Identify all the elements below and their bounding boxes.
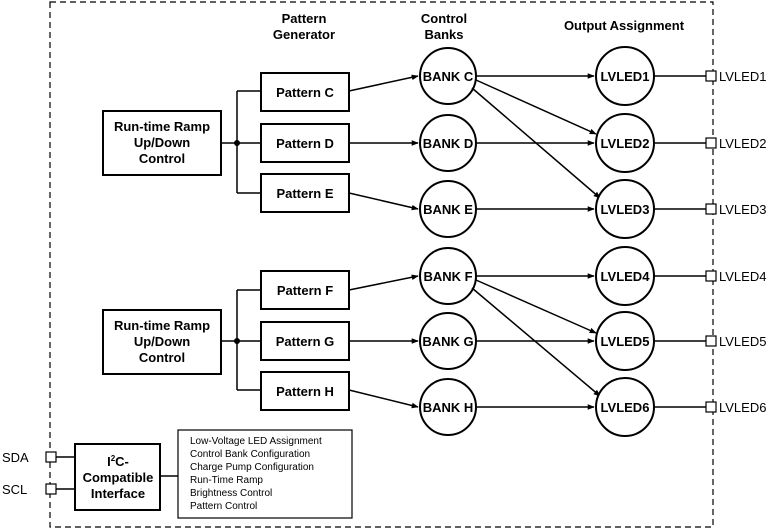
lvled4-label: LVLED4 [601, 269, 651, 284]
lvled1-pin [705, 70, 717, 82]
header-control-banks-line1: Control [421, 11, 467, 26]
ramp-control-2-line1: Run-time Ramp [114, 318, 210, 333]
arrow-bank-f-to-lvled5 [475, 279, 597, 334]
i2c-line1-sup: 2 [111, 454, 116, 463]
sda-pin [45, 451, 57, 463]
ramp-control-2-line2: Up/Down [134, 334, 190, 349]
register-item-1: Low-Voltage LED Assignment [190, 436, 322, 447]
bank-c-label: BANK C [423, 69, 474, 84]
lvled6-pin-label: LVLED6 [719, 400, 766, 415]
ramp-control-1-line2: Up/Down [134, 135, 190, 150]
arrow-pattern-e-to-bank-e [348, 192, 419, 211]
lvled4-pin [705, 270, 717, 282]
header-pattern-generator-line2: Generator [273, 27, 335, 42]
ramp-control-box-2 [102, 309, 222, 375]
lvled2-pin [705, 137, 717, 149]
lvled5-pin [705, 335, 717, 347]
scl-pin-label: SCL [2, 482, 27, 497]
i2c-interface-box [74, 443, 161, 511]
register-item-4: Run-Time Ramp [190, 475, 263, 486]
lvled5-label: LVLED5 [601, 334, 650, 349]
bank-e-label: BANK E [423, 202, 473, 217]
pattern-c-label: Pattern C [276, 85, 334, 100]
bank-h-label: BANK H [423, 400, 474, 415]
pattern-g-label: Pattern G [276, 334, 335, 349]
ramp-control-2-line3: Control [139, 350, 185, 365]
lvled2-label: LVLED2 [601, 136, 650, 151]
lvled3-pin [705, 203, 717, 215]
arrow-pattern-f-to-bank-f [348, 274, 419, 291]
register-item-3: Charge Pump Configuration [190, 462, 314, 473]
header-pattern-generator-line1: Pattern [282, 11, 327, 26]
i2c-line2: Compatible [83, 470, 154, 485]
lvled4-pin-label: LVLED4 [719, 269, 766, 284]
pattern-e-label: Pattern E [276, 186, 333, 201]
pattern-d-box [260, 123, 350, 163]
pattern-h-box [260, 371, 350, 411]
pattern-f-label: Pattern F [277, 283, 333, 298]
sda-pin-label: SDA [2, 450, 29, 465]
lvled2-pin-label: LVLED2 [719, 136, 766, 151]
i2c-line1-rest: C- [115, 454, 129, 469]
i2c-line1-main: I [107, 454, 111, 469]
lvled1-pin-label: LVLED1 [719, 69, 766, 84]
bank-f-label: BANK F [423, 269, 472, 284]
lvled1-label: LVLED1 [601, 69, 650, 84]
register-item-6: Pattern Control [190, 501, 257, 512]
lvled6-label: LVLED6 [601, 400, 650, 415]
register-list-box [177, 429, 353, 519]
chip-boundary [49, 1, 714, 528]
arrow-pattern-h-to-bank-h [348, 389, 419, 409]
header-control-banks-line2: Banks [424, 27, 463, 42]
i2c-line3: Interface [91, 486, 145, 501]
header-output-assignment: Output Assignment [564, 18, 685, 33]
bank-d-label: BANK D [423, 136, 474, 151]
register-item-5: Brightness Control [190, 488, 272, 499]
pattern-e-box [260, 173, 350, 213]
arrow-bank-c-to-lvled2 [475, 79, 597, 135]
pattern-g-box [260, 321, 350, 361]
bank-g-label: BANK G [422, 334, 473, 349]
pattern-h-label: Pattern H [276, 384, 334, 399]
lvled6-pin [705, 401, 717, 413]
pattern-c-box [260, 72, 350, 112]
arrow-bank-f-to-lvled6 [471, 287, 601, 397]
ramp-control-1-line1: Run-time Ramp [114, 119, 210, 134]
lvled3-label: LVLED3 [601, 202, 650, 217]
scl-pin [45, 483, 57, 495]
arrow-pattern-c-to-bank-c [348, 74, 419, 92]
i2c-line1: I2C- [107, 454, 129, 469]
register-item-2: Control Bank Configuration [190, 449, 310, 460]
pattern-f-box [260, 270, 350, 310]
lvled5-pin-label: LVLED5 [719, 334, 766, 349]
pattern-d-label: Pattern D [276, 136, 334, 151]
ramp-control-1-line3: Control [139, 151, 185, 166]
lvled3-pin-label: LVLED3 [719, 202, 766, 217]
